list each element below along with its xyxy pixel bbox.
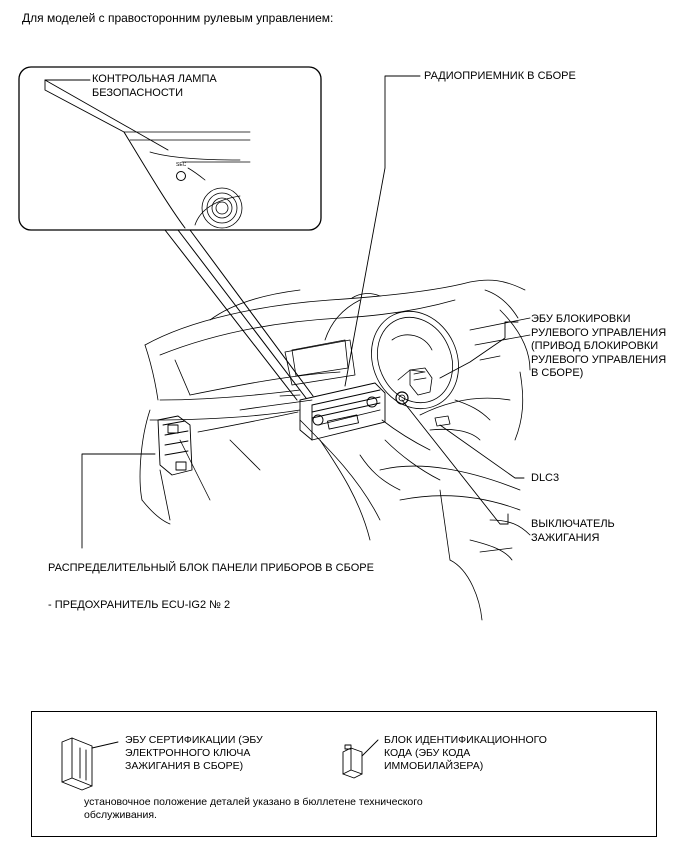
junction-block-label: РАСПРЕДЕЛИТЕЛЬНЫЙ БЛОК ПАНЕЛИ ПРИБОРОВ В…	[48, 562, 374, 574]
fuse-label: - ПРЕДОХРАНИТЕЛЬ ECU-IG2 № 2	[48, 599, 231, 611]
svg-text:SEC: SEC	[176, 162, 187, 168]
radio-label: РАДИОПРИЕМНИК В СБОРЕ	[424, 70, 576, 82]
page-heading: Для моделей с правосторонним рулевым упр…	[22, 11, 334, 25]
dlc3-connector-shape	[434, 415, 451, 427]
steering-lock-ecu-label: ЭБУ БЛОКИРОВКИ РУЛЕВОГО УПРАВЛЕНИЯ (ПРИВ…	[531, 313, 667, 379]
legend-box	[31, 711, 657, 837]
inset-leader-lines	[164, 229, 314, 401]
certification-ecu-icon	[61, 737, 119, 791]
installation-note: установочное положение деталей указано в…	[84, 796, 423, 821]
id-code-box-label: БЛОК ИДЕНТИФИКАЦИОННОГО КОДА (ЭБУ КОДА И…	[384, 734, 547, 772]
ignition-switch-shape	[395, 391, 409, 405]
dashboard-outline	[139, 279, 531, 621]
steering-lock-ecu-shape	[409, 367, 433, 396]
dlc3-label: DLC3	[531, 472, 560, 484]
radio-assembly	[299, 382, 386, 441]
certification-ecu-label: ЭБУ СЕРТИФИКАЦИИ (ЭБУ ЭЛЕКТРОННОГО КЛЮЧА…	[125, 734, 263, 772]
callout-leaders	[44, 75, 525, 549]
junction-block-shape	[157, 415, 193, 476]
security-lamp-label: КОНТРОЛЬНАЯ ЛАМПА БЕЗОПАСНОСТИ	[92, 73, 217, 99]
id-code-box-icon	[342, 739, 379, 779]
ignition-switch-label: ВЫКЛЮЧАТЕЛЬ ЗАЖИГАНИЯ	[531, 518, 615, 544]
